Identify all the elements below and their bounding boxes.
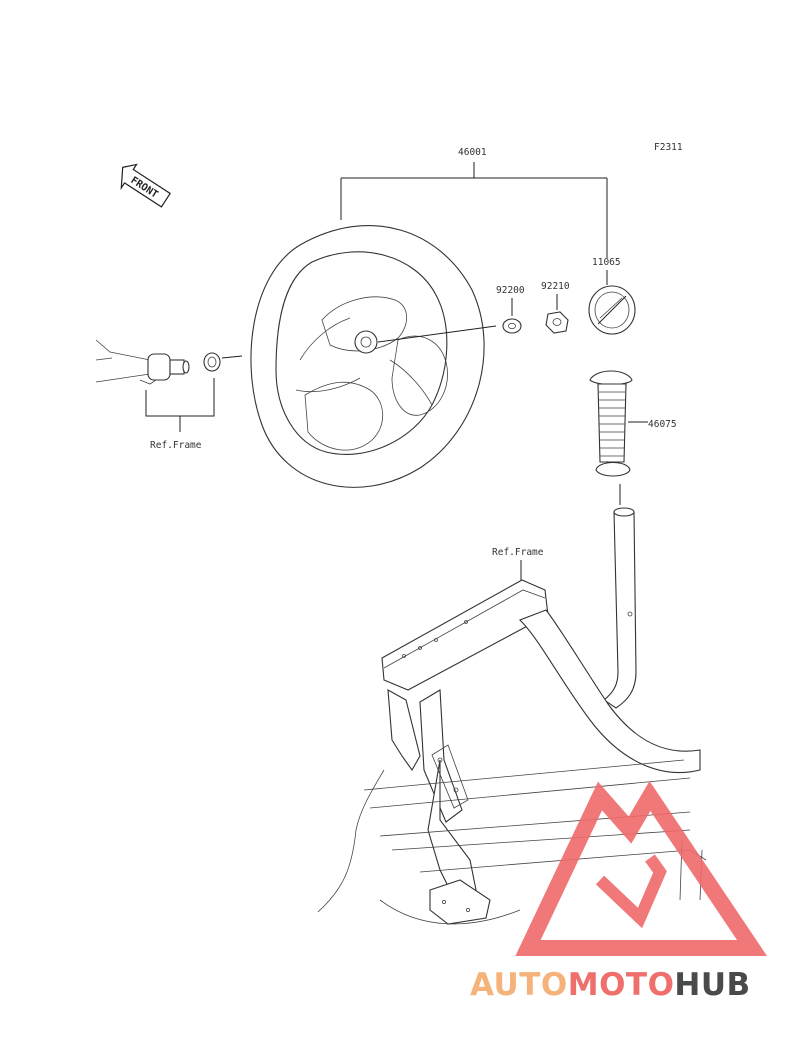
watermark-logo-icon — [515, 780, 768, 956]
watermark-brand-hub: HUB — [674, 967, 750, 1003]
steering-column — [95, 339, 243, 432]
grip-46075 — [589, 370, 633, 477]
ref-frame-label-1: Ref.Frame — [150, 440, 202, 451]
label-92210: 92210 — [541, 281, 570, 292]
steering-shaft — [603, 484, 637, 709]
vehicle-frame — [317, 579, 707, 925]
cap-11065 — [588, 285, 636, 335]
washer-92200 — [502, 318, 522, 334]
steering-wheel — [250, 225, 497, 488]
watermark-brand-auto: AUTO — [470, 967, 568, 1003]
column-washer — [203, 352, 221, 372]
label-46075: 46075 — [648, 419, 677, 430]
watermark-brand: AUTOMOTOHUB — [470, 967, 751, 1003]
label-46001: 46001 — [458, 147, 487, 158]
ref-frame-label-2: Ref.Frame — [492, 547, 544, 558]
front-arrow-icon: FRONT — [120, 163, 171, 208]
label-92200: 92200 — [496, 285, 525, 296]
leader-46001 — [340, 162, 608, 258]
label-11065: 11065 — [592, 257, 621, 268]
hub-bolt — [354, 330, 378, 354]
figure-code: F2311 — [654, 142, 683, 153]
watermark-brand-moto: MOTO — [568, 967, 675, 1003]
nut-92210 — [545, 311, 569, 334]
